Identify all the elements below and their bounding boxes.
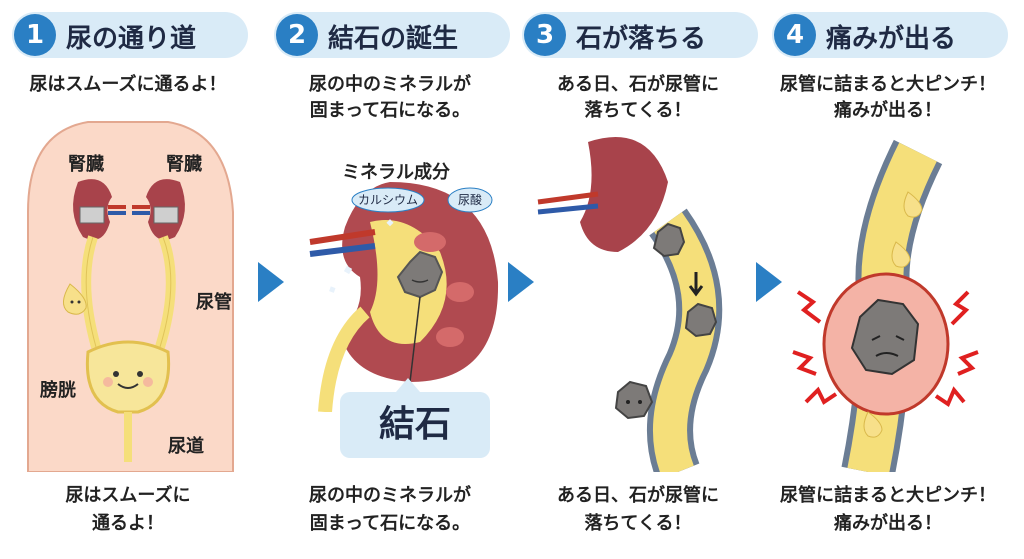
calcium-bubble (351, 187, 425, 213)
panel-stone-formation: 2 結石の誕生 尿の中のミネラルが 固まって石になる。 カルシウム 尿酸 ミネラ… (270, 0, 510, 559)
panel-2-header: 2 結石の誕生 (274, 12, 510, 58)
blocked-ureter-illustration (792, 139, 979, 472)
factory-icon (79, 206, 105, 224)
panel-title: 尿の通り道 (66, 24, 197, 54)
factory-icon (153, 206, 179, 224)
bladder-shape (85, 340, 171, 414)
step-number: 4 (774, 14, 816, 56)
caption-line: 落ちてくる！ (584, 513, 692, 534)
caption-line: 固まって石になる。 (309, 100, 471, 121)
arrow-right-icon (258, 262, 284, 302)
step-number: 1 (14, 14, 56, 56)
panel-1-caption-top: 尿はスムーズに通るよ！ (29, 74, 227, 95)
caption-line: 落ちてくる！ (584, 100, 692, 121)
caption-line: ある日、石が尿管に (557, 74, 719, 95)
label-minerals: ミネラル成分 (342, 162, 450, 183)
caption-line: 痛みが出る！ (834, 513, 942, 534)
caption-line: 固まって石になる。 (309, 513, 471, 534)
urine-drop-character (63, 283, 87, 315)
ureter-shape (653, 212, 717, 472)
panel-urinary-path: 1 尿の通り道 尿はスムーズに通るよ！ 腎臓 腎臓 尿管 膀胱 尿 (8, 0, 248, 559)
kidney-shape (580, 137, 668, 252)
panel-4-caption-top: 尿管に詰まると大ピンチ！ 痛みが出る！ (768, 72, 1008, 124)
kidney-crosssection-illustration: カルシウム 尿酸 (309, 182, 499, 412)
urine-drop-character (891, 241, 911, 268)
pain-bolt-icon (950, 290, 970, 326)
panel-3-header: 3 石が落ちる (522, 12, 758, 58)
arrow-right-icon (756, 262, 782, 302)
pain-bolt-icon (957, 350, 979, 376)
step-number: 3 (524, 14, 566, 56)
caption-line: ある日、石が尿管に (557, 485, 719, 506)
panel-1-caption-bottom: 尿はスムーズに 通るよ！ (8, 482, 248, 538)
caption-line: 尿管に詰まると大ピンチ！ (780, 485, 996, 506)
pain-bolt-icon (804, 386, 838, 405)
caption-line: 尿の中のミネラルが (309, 74, 471, 95)
stone-callout: 結石 (340, 378, 490, 458)
kidney-stone-shape (684, 302, 718, 338)
arrow-right-icon (508, 262, 534, 302)
label-calcium: カルシウム (358, 193, 418, 207)
panel-1-header: 1 尿の通り道 (12, 12, 248, 58)
arrow-down-icon (688, 272, 704, 297)
kidney-stone-shape (652, 222, 686, 258)
urine-drop-character (903, 191, 923, 218)
label-bladder: 膀胱 (40, 380, 76, 401)
panel-title: 石が落ちる (576, 24, 707, 54)
panel-stone-falls: 3 石が落ちる ある日、石が尿管に 落ちてくる！ ある日、石が尿管に 落ちてくる… (518, 0, 758, 559)
urine-drop-character (863, 411, 883, 438)
label-uric-acid: 尿酸 (458, 192, 482, 207)
caption-line: 通るよ！ (92, 513, 164, 534)
panel-4-header: 4 痛みが出る (772, 12, 1008, 58)
caption-line: 尿管に詰まると大ピンチ！ (780, 74, 996, 95)
pain-bolt-icon (934, 386, 966, 407)
label-urethra: 尿道 (168, 436, 204, 457)
stone-falling-illustration (537, 137, 723, 472)
label-kidney-left: 腎臓 (68, 154, 104, 175)
kidney-stone-shape (614, 380, 654, 420)
label-kidney-right: 腎臓 (166, 154, 202, 175)
panel-2-caption-bottom: 尿の中のミネラルが 固まって石になる。 (270, 482, 510, 538)
caption-line: 尿はスムーズに (65, 485, 191, 506)
panel-4-caption-bottom: 尿管に詰まると大ピンチ！ 痛みが出る！ (768, 482, 1008, 538)
panel-title: 結石の誕生 (328, 24, 459, 54)
uric-acid-bubble (447, 187, 493, 213)
caption-line: 尿の中のミネラルが (309, 485, 471, 506)
urinary-tract-illustration (27, 121, 234, 472)
ureter-shape (318, 306, 370, 412)
pain-bolt-icon (792, 350, 817, 376)
pain-bolt-icon (796, 290, 822, 324)
panel-title: 痛みが出る (826, 24, 957, 54)
panel-pain: 4 痛みが出る 尿管に詰まると大ピンチ！ 痛みが出る！ 尿管に詰まると大ピンチ！… (768, 0, 1008, 559)
step-number: 2 (276, 14, 318, 56)
caption-line: 痛みが出る！ (834, 100, 942, 121)
kidney-stone-shape (850, 298, 920, 376)
label-ureter: 尿管 (196, 292, 232, 313)
panel-2-caption-top: 尿の中のミネラルが 固まって石になる。 (270, 72, 510, 124)
kidney-stone-shape (396, 250, 444, 299)
panel-3-caption-top: ある日、石が尿管に 落ちてくる！ (518, 72, 758, 124)
panel-3-caption-bottom: ある日、石が尿管に 落ちてくる！ (518, 482, 758, 538)
